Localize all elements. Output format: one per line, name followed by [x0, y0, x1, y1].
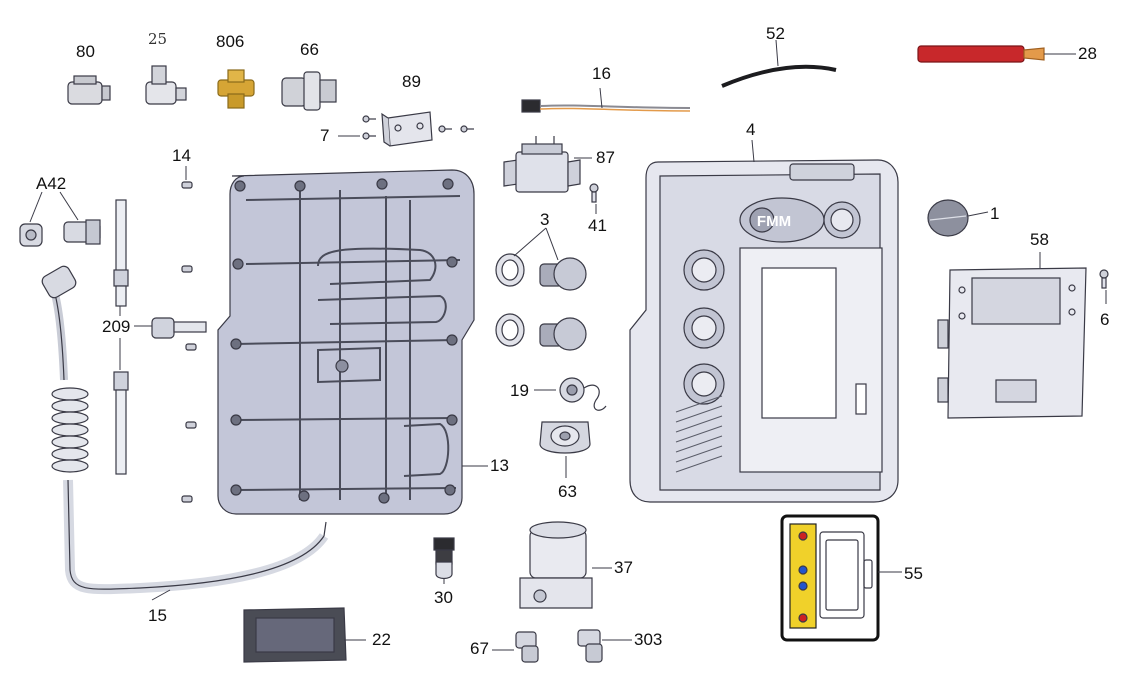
pressure-switch-63	[539, 421, 591, 454]
label-63: 63	[558, 482, 577, 501]
label-sticker-55	[780, 514, 880, 642]
plug-cap-1	[927, 199, 969, 237]
bracket-89	[381, 111, 433, 147]
fitting-25	[145, 65, 187, 105]
label-66: 66	[300, 40, 319, 59]
label-28: 28	[1078, 44, 1097, 63]
wire-harness-16	[521, 99, 691, 113]
screw-41	[589, 183, 599, 203]
label-87: 87	[596, 148, 615, 167]
screws-7	[362, 115, 474, 140]
knobs-3	[495, 253, 587, 351]
transformer-87	[503, 136, 581, 193]
drain-hose-15	[41, 265, 329, 595]
label-37: 37	[614, 558, 633, 577]
label-30: 30	[434, 588, 453, 607]
label-41: 41	[588, 216, 607, 235]
screws-14	[181, 181, 197, 503]
label-14: 14	[172, 146, 191, 165]
label-13: 13	[490, 456, 509, 475]
label-303: 303	[634, 630, 663, 649]
label-1: 1	[990, 204, 1000, 223]
label-4: 4	[746, 120, 756, 139]
label-806: 806	[216, 32, 245, 51]
label-209: 209	[102, 317, 131, 336]
label-19: 19	[510, 381, 529, 400]
back-panel-13	[217, 169, 475, 515]
label-55: 55	[904, 564, 923, 583]
tubes-209	[113, 199, 207, 475]
label-A42: A42	[36, 174, 67, 193]
brand-logo-text: FMM	[757, 213, 791, 230]
label-67: 67	[470, 639, 489, 658]
label-89: 89	[402, 72, 421, 91]
circuit-board-58	[937, 267, 1087, 419]
label-15: 15	[148, 606, 167, 625]
red-cable-28	[917, 45, 1045, 63]
solenoid-valve-37	[519, 521, 593, 609]
label-58: 58	[1030, 230, 1049, 249]
nut-fittings-A42	[19, 219, 101, 247]
cable-gland-30	[433, 537, 455, 580]
label-80: 80	[76, 42, 95, 61]
label-22: 22	[372, 630, 391, 649]
elbow-fitting-303	[577, 629, 603, 663]
fitting-806-brass	[217, 69, 255, 109]
fitting-66	[281, 71, 337, 111]
label-6: 6	[1100, 310, 1110, 329]
front-housing-4	[629, 159, 899, 503]
label-7: 7	[320, 126, 330, 145]
elbow-fitting-67	[515, 631, 539, 663]
label-52: 52	[766, 24, 785, 43]
thermostat-19	[559, 377, 607, 411]
fitting-80	[67, 75, 111, 105]
cover-plate-22	[243, 607, 347, 663]
label-25: 25	[148, 30, 168, 48]
label-3: 3	[540, 210, 550, 229]
black-tube-52	[721, 64, 837, 88]
screw-6	[1099, 269, 1109, 289]
label-16: 16	[592, 64, 611, 83]
